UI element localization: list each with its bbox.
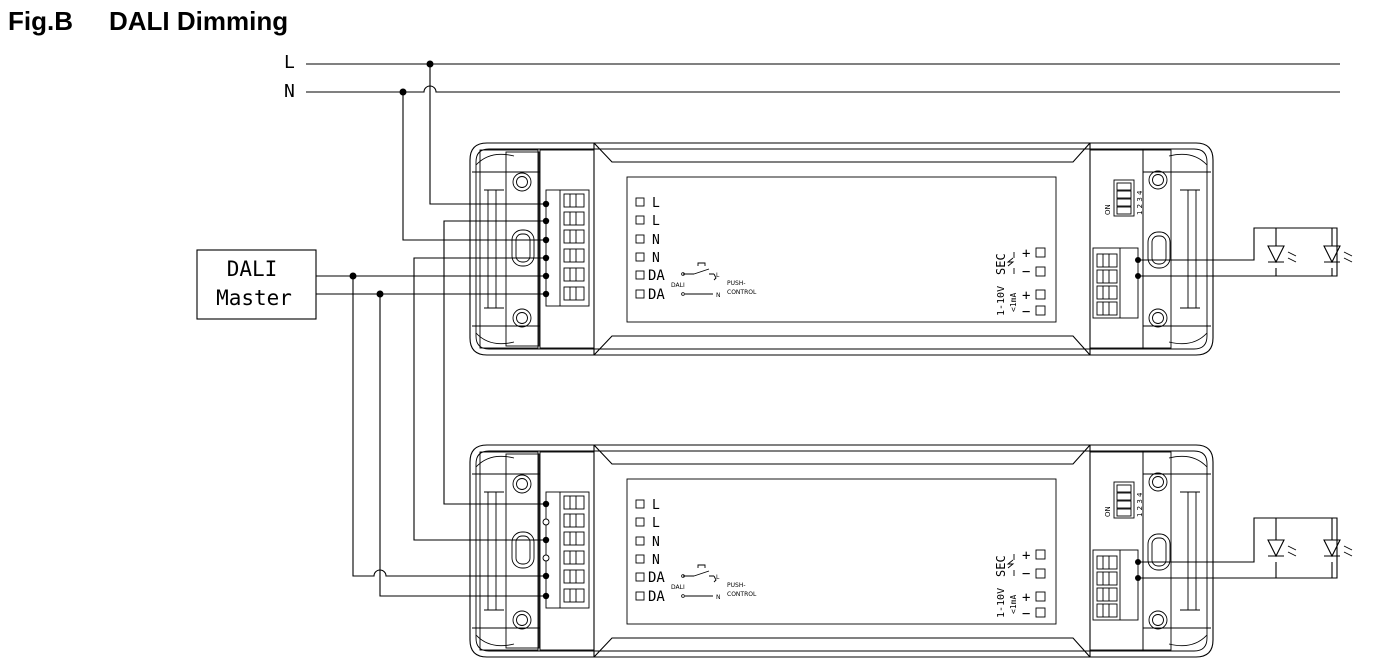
dip-numbers-label: 1 2 3 4 [1136,190,1144,215]
l-drop-1 [429,64,546,205]
push-control-line1: PUSH- [727,582,746,589]
dali-bus-wiring [316,64,546,597]
switch-n-label: N [716,292,721,299]
dim-minus: − [1022,304,1030,320]
terminal-label: DA [648,268,665,284]
driver-terminal-labels: L L N N DA DA [648,196,665,303]
da-drop-2 [379,294,546,597]
input-terminal-nodes [542,200,550,298]
figure-label: Fig.B [8,6,73,36]
mains-l-label: L [284,52,295,73]
driver-body [469,142,1214,356]
dim-label: 1-10V [996,286,1007,316]
sec-label: SEC [994,555,1008,577]
terminal-label: N [652,535,660,550]
driver-terminal-labels: L L N N DA DA [648,498,665,605]
terminal-label: N [652,553,660,568]
dip-numbers-label: 1 2 3 4 [1136,492,1144,517]
sec-minus: − [1022,566,1030,582]
n-drop-1 [402,92,546,241]
dip-on-label: ON [1104,506,1112,517]
sec-label: SEC [994,253,1008,275]
dali-master-line2: Master [216,286,292,310]
terminal-label: DA [648,589,665,605]
l-bridge [443,220,546,505]
dip-on-label: ON [1104,204,1112,215]
led-driver-2: L L N N DA DA DALI L N PUSH- CONTROL SEC… [469,444,1353,658]
switch-dali-label: DALI [671,282,685,289]
dim-minus: − [1022,606,1030,622]
terminal-label: N [652,251,660,266]
mains-n-label: N [284,81,295,102]
terminal-label: L [652,498,660,513]
led-output-1 [1135,227,1353,279]
push-control-line2: CONTROL [727,289,757,296]
push-control-line2: CONTROL [727,591,757,598]
mains-n-wire [306,85,1340,93]
terminal-label: L [652,516,660,531]
switch-n-label: N [716,594,721,601]
switch-l-label: L [716,272,720,279]
terminal-label: L [652,196,660,211]
mains-lines: L N [284,52,1340,102]
input-terminal-nodes [542,500,550,600]
switch-l-label: L [716,574,720,581]
dim-sublabel: <1mA [1009,595,1018,614]
dim-plus: + [1022,288,1030,304]
led-output-2 [1135,517,1353,581]
dali-master-line1: DALI [227,257,278,281]
push-control-line1: PUSH- [727,280,746,287]
dali-master-box: DALI Master [196,249,317,320]
terminal-label: DA [648,570,665,586]
switch-dali-label: DALI [671,584,685,591]
driver-body [469,444,1214,658]
dim-label: 1-10V [996,588,1007,618]
sec-minus: − [1022,264,1030,280]
terminal-label: N [652,233,660,248]
sec-plus: + [1022,246,1030,262]
sec-plus: + [1022,548,1030,564]
dim-sublabel: <1mA [1009,293,1018,312]
terminal-label: DA [648,287,665,303]
led-driver-1: L L N N DA DA DALI L N PUSH- CONTROL SEC… [469,142,1353,356]
terminal-label: L [652,214,660,229]
figure-title: Fig.B DALI Dimming [8,6,288,37]
da-drop-1 [352,276,546,577]
dim-plus: + [1022,590,1030,606]
figure-heading: DALI Dimming [109,6,289,36]
